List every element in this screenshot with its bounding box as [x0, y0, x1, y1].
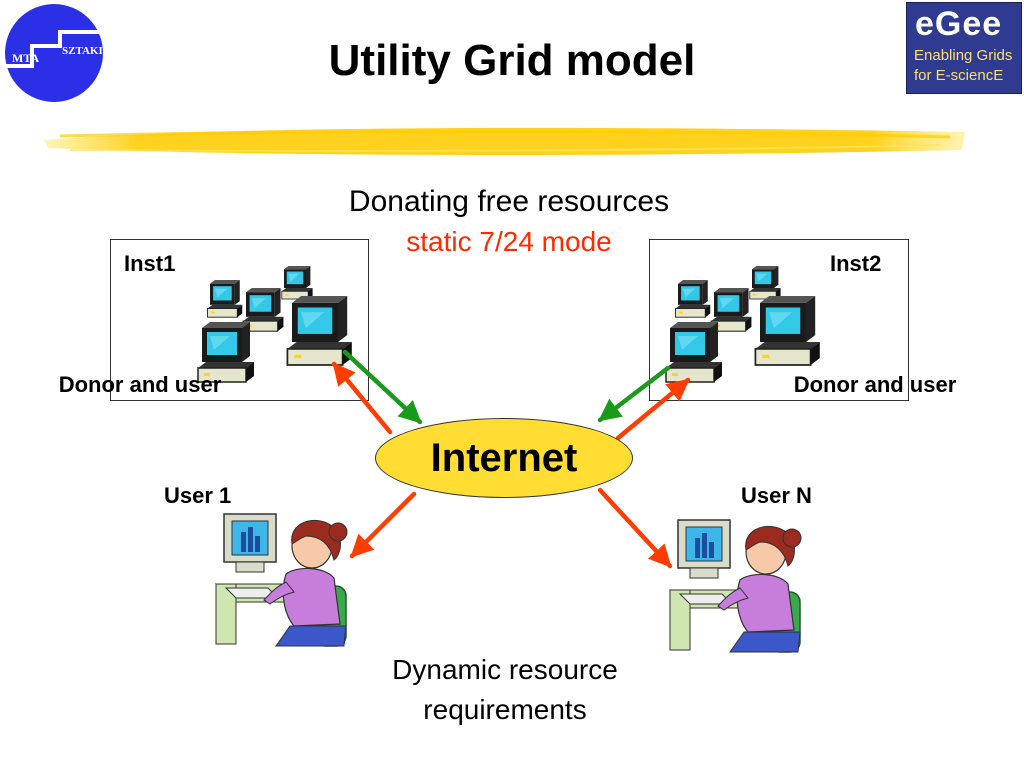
donating-label: Donating free resources	[348, 185, 670, 218]
usern-illustration	[669, 519, 802, 653]
computer-icon	[749, 265, 782, 300]
computer-icon	[286, 295, 353, 366]
computer-icon	[665, 321, 723, 383]
computer-icon	[754, 295, 821, 366]
static-mode-label: static 7/24 mode	[406, 226, 612, 257]
inst2-label: Inst2	[830, 251, 882, 276]
computer-icon	[675, 279, 711, 318]
inst2-computers	[665, 265, 821, 383]
user1-illustration	[215, 513, 348, 647]
computer-icon	[281, 265, 314, 300]
user-at-computer-icon	[215, 513, 348, 647]
arrow-inst2-to-internet-green	[597, 365, 671, 423]
arrow-internet-to-inst2-red	[615, 377, 691, 441]
yellow-highlight-stroke	[44, 127, 965, 155]
egee-logo-brand: eGee	[915, 5, 1003, 43]
arrow-inst1-to-internet-green	[342, 349, 423, 425]
internet-node: Internet	[375, 418, 633, 498]
egee-logo-line2: for E-sciencE	[914, 67, 1004, 84]
mta-sztaki-logo: MTA SZTAKI	[4, 2, 104, 102]
arrow-internet-to-inst1-red	[331, 361, 393, 435]
inst1-computers	[197, 265, 353, 383]
inst2-role-label: Donor and user	[793, 372, 957, 397]
user-at-computer-icon	[669, 519, 802, 653]
mta-logo-left: MTA	[12, 51, 39, 65]
mta-logo-right: SZTAKI	[62, 45, 103, 57]
arrow-internet-to-user1-red	[349, 491, 417, 559]
user1-label: User 1	[164, 483, 232, 508]
inst1-label: Inst1	[124, 251, 176, 276]
computer-icon	[207, 279, 243, 318]
usern-label: User N	[741, 483, 812, 508]
page-title: Utility Grid model	[328, 36, 696, 85]
egee-logo: eGee Enabling Grids for E-sciencE	[906, 2, 1022, 94]
egee-logo-line1: Enabling Grids	[914, 47, 1013, 64]
dynamic-requirements-label: Dynamic resource requirements	[392, 654, 618, 725]
inst1-role-label: Donor and user	[58, 372, 222, 397]
arrow-internet-to-usern-red	[597, 487, 673, 569]
